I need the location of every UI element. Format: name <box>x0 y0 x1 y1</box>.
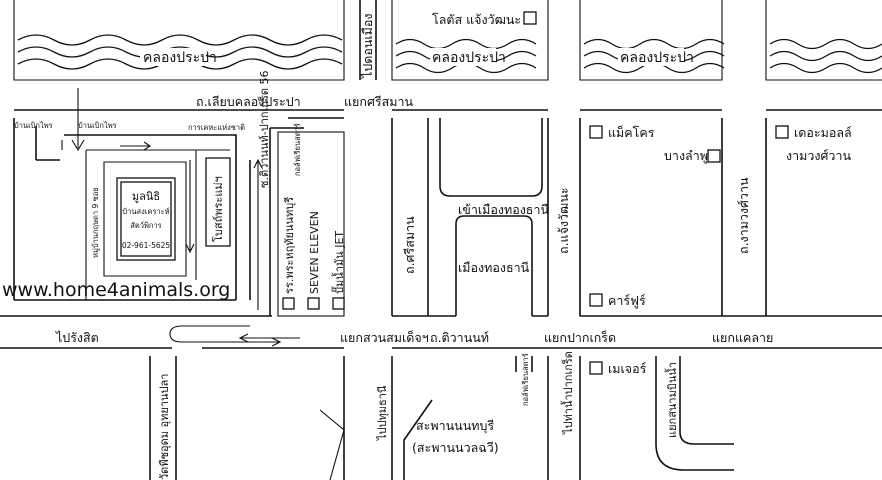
seven-eleven-marker-icon <box>307 297 320 310</box>
road-label-to-pak-kret: ไปท่าน้ำปากเกร็ด <box>560 351 575 435</box>
makro-marker-icon <box>589 125 603 139</box>
landmark-the-mall-branch: งามวงศ์วาน <box>786 148 851 163</box>
canal-center: คลองประปา <box>391 0 549 81</box>
carrefour-marker-icon <box>589 293 603 307</box>
road-label-soi-56: ซ.ติวานนท์-ปากเกร็ด 56 <box>257 70 271 188</box>
foundation-name-line3: สัตว์พิการ <box>130 221 161 230</box>
road-label-intersection-kae-lai: แยกแคลาย <box>712 330 773 345</box>
landmark-school: รร.พระหฤทัยนนทบุรี <box>283 197 296 294</box>
road-label-intersection-pak-kret: แยกปากเกร็ด <box>544 330 616 345</box>
lotus-marker-icon <box>523 11 537 25</box>
road-label-into-muang-thong: เข้าเมืองทองธานี <box>458 202 549 217</box>
road-label-tiwanon: ถ.ติวานนท์ <box>430 330 489 345</box>
road-label-soi-village: หมู่บ้านกฤษดา 9 ซอย <box>91 187 100 258</box>
road-label-chaeng-watthana: ถ.แจ้งวัฒนะ <box>556 187 571 254</box>
road-label-ban-mai-right: บ้านเบิกไพร <box>78 121 117 130</box>
road-label-market: การเคหะแห่งชาติ <box>188 123 245 132</box>
road-label-lieb-khlong-prapa: ถ.เลียบคลองประปา <box>196 94 301 109</box>
landmark-column: รร.พระหฤทัยนนทบุรี SEVEN ELEVEN ปั๊มน้ำม… <box>277 131 346 317</box>
canal-left: คลองประปา <box>13 0 345 81</box>
jet-marker-icon <box>332 297 345 310</box>
landmark-major: เมเจอร์ <box>608 361 647 376</box>
school-marker-icon <box>282 297 295 310</box>
landmark-carrefour: คาร์ฟูร์ <box>608 293 646 309</box>
canal-label-left: คลองประปา <box>143 50 217 66</box>
road-label-ban-mai-left: บ้านเบิกไพร <box>14 121 53 130</box>
foundation-phone: 02-961-5625 <box>122 241 171 250</box>
road-label-to-rangsit: ไปรังสิต <box>55 330 99 345</box>
landmark-muang-thong: เมืองทองธานี <box>458 260 530 275</box>
road-label-intersection-sri-samarn: แยกศรีสมาน <box>344 94 413 109</box>
road-label-ngamwongwan: ถ.งามวงศ์วาน <box>736 177 751 254</box>
road-label-to-don-mueang: ไปดอนเมือง <box>360 13 375 79</box>
landmark-seven-eleven: SEVEN ELEVEN <box>308 211 321 294</box>
the-mall-marker-icon <box>775 125 789 139</box>
road-label-intersection-suan-somdet: แยกสวนสมเด็จฯ <box>340 330 429 345</box>
landmark-lotus: โลตัส แจ้งวัฒนะ <box>432 12 521 27</box>
canal-label-center: คลองประปา <box>432 50 506 66</box>
foundation-home4animals: มูลนิธิ บ้านสงเคราะห์ สัตว์พิการ 02-961-… <box>116 177 176 261</box>
road-label-chalerm-phrakiat: กอล์ฟเรียนสตาร์ <box>293 123 302 176</box>
road-label-nonthaburi-bridge: สะพานนนทบุรี <box>416 418 494 434</box>
canal-right: คลองประปา <box>579 0 725 81</box>
road-label-wat-phai-lom: วัดพืชอุดม อุทยานปลา <box>158 374 171 480</box>
canal-label-right: คลองประปา <box>620 50 694 66</box>
road-label-to-pathum-thani: ไปปทุมธานี <box>376 385 389 441</box>
landmark-the-mall: เดอะมอลล์ <box>794 125 852 140</box>
foundation-name-line1: มูลนิธิ <box>132 190 160 203</box>
landmark-jet: ปั๊มน้ำมัน JET <box>331 231 346 294</box>
road-label-to-nonthaburi-pier: แยกสนามบินน้ำ <box>664 362 679 438</box>
church: โบสถ์พระแม่ฯ <box>205 157 231 247</box>
road-label-nonthaburi-bridge-alt: (สะพานนวลฉวี) <box>412 440 499 455</box>
road-label-school-small: กอล์ฟเรียนสตาร์ <box>521 353 530 406</box>
website-url: www.home4animals.org <box>2 279 230 301</box>
major-marker-icon <box>589 361 603 375</box>
landmark-makro: แม็คโคร <box>608 125 655 140</box>
landmark-bang-lamphu: บางลำพู <box>664 148 708 164</box>
road-label-sri-samarn-road: ถ.ศรีสมาน <box>402 216 417 274</box>
bang-lamphu-marker-icon <box>707 149 721 163</box>
foundation-name-line2: บ้านสงเคราะห์ <box>122 207 169 216</box>
landmark-church: โบสถ์พระแม่ฯ <box>211 176 225 242</box>
canal-far-right <box>765 0 882 81</box>
